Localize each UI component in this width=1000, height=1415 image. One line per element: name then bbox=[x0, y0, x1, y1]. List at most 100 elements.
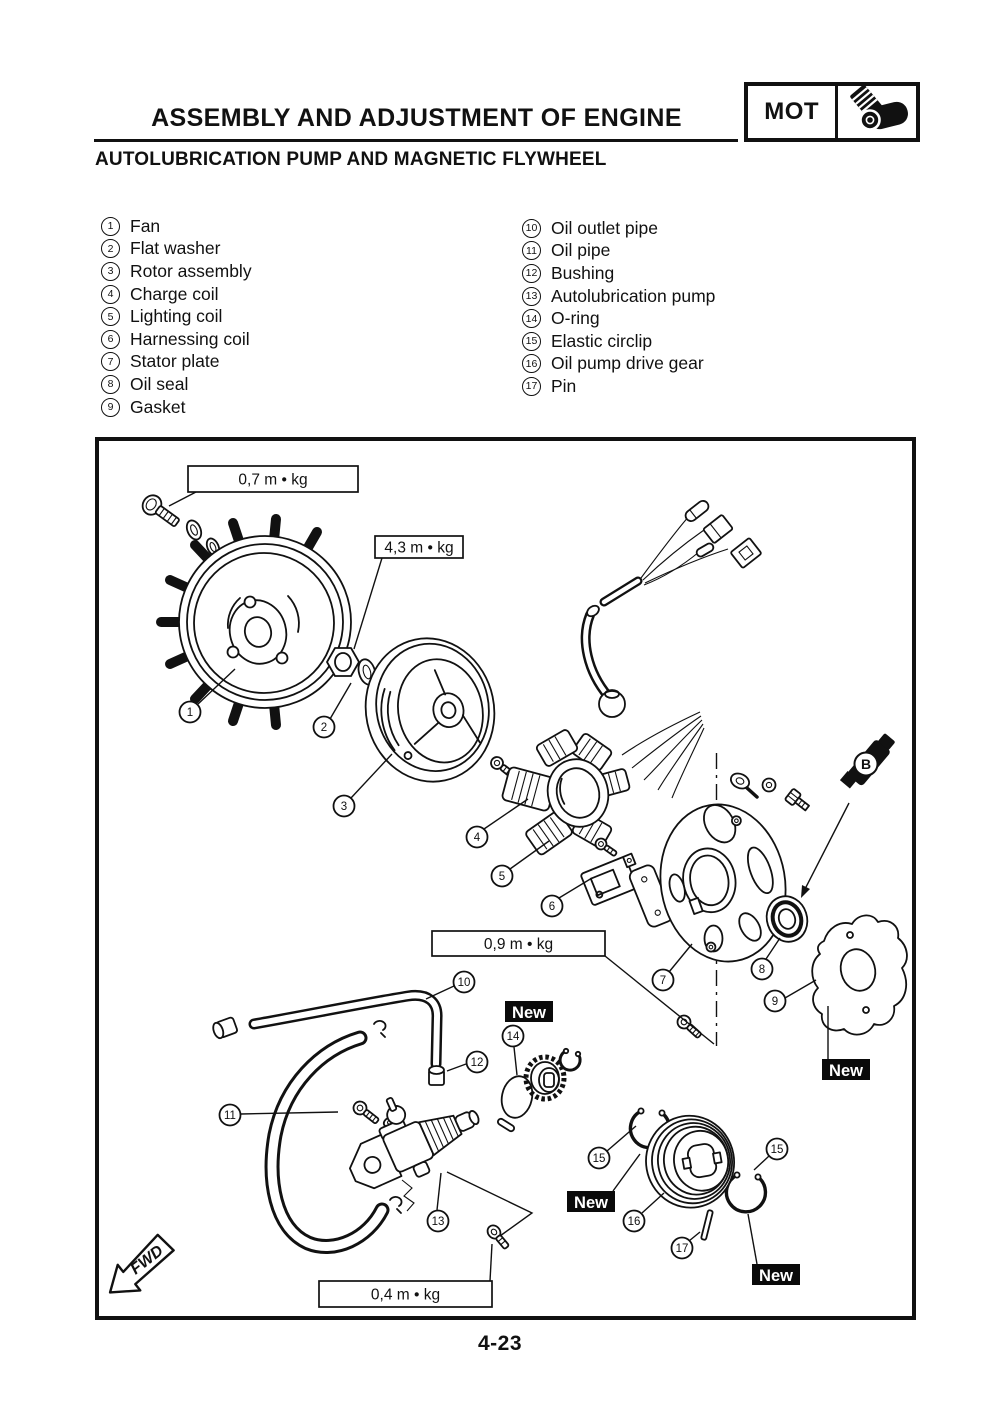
fan-drawing bbox=[156, 514, 352, 730]
callout-leader-line bbox=[688, 1231, 701, 1242]
part-callout-11 bbox=[218, 1103, 242, 1127]
new-badge-text: New bbox=[574, 1194, 608, 1212]
part-number-badge: 12 bbox=[522, 263, 541, 283]
o-ring-drawing bbox=[500, 1075, 534, 1119]
part-item-4: 4 Charge coil bbox=[101, 283, 252, 306]
part-callout-num: 15 bbox=[593, 1153, 606, 1165]
part-callout-num: 17 bbox=[676, 1243, 689, 1255]
part-item-14: 14 O-ring bbox=[522, 307, 715, 330]
callout-leader-line bbox=[329, 682, 352, 720]
part-callout-6 bbox=[540, 894, 564, 918]
part-number-badge: 5 bbox=[101, 307, 120, 327]
part-label: Oil pump drive gear bbox=[551, 353, 704, 374]
part-callout-num: 16 bbox=[628, 1216, 641, 1228]
rotor-drawing bbox=[364, 637, 496, 783]
part-callout-num: 2 bbox=[321, 722, 327, 734]
callout-leader-line bbox=[753, 1155, 770, 1171]
stator-coils-drawing bbox=[501, 729, 631, 856]
callout-leader-line bbox=[641, 1192, 665, 1214]
plate-clamp-parts bbox=[729, 772, 810, 812]
pump-gear-drawing bbox=[523, 1054, 567, 1102]
torque-leader-line bbox=[604, 955, 715, 1045]
part-number-badge: 16 bbox=[522, 354, 541, 374]
pin-drawing bbox=[700, 1209, 714, 1241]
part-label: Charge coil bbox=[130, 283, 219, 304]
new-badge bbox=[505, 1001, 553, 1022]
part-callout-7 bbox=[651, 968, 675, 992]
part-callout-num: 4 bbox=[474, 832, 481, 844]
part-label: Flat washer bbox=[130, 238, 221, 259]
part-callout-13 bbox=[426, 1209, 450, 1233]
pump-screw-leader bbox=[446, 1171, 534, 1237]
part-label: Pin bbox=[551, 375, 577, 396]
part-label: Oil outlet pipe bbox=[551, 217, 659, 238]
circlip-right-drawing bbox=[724, 1171, 768, 1214]
part-number-badge: 1 bbox=[101, 216, 120, 236]
callout-leader-line bbox=[436, 1172, 442, 1211]
part-number-badge: 14 bbox=[522, 309, 541, 329]
part-item-11: 11 Oil pipe bbox=[522, 240, 715, 263]
loose-wires bbox=[621, 711, 705, 799]
callout-leader-line bbox=[513, 1046, 518, 1076]
part-callout-16 bbox=[622, 1209, 646, 1233]
part-callout-num: 9 bbox=[772, 996, 778, 1008]
mot-box: MOT bbox=[744, 82, 920, 142]
callout-leader-line bbox=[606, 1125, 637, 1152]
part-item-17: 17 Pin bbox=[522, 375, 715, 398]
diagram-border bbox=[95, 437, 916, 1320]
part-callout-num: 7 bbox=[660, 975, 666, 987]
title-rule bbox=[94, 139, 738, 142]
callout-leader-line bbox=[425, 985, 455, 1000]
part-callout-15 bbox=[587, 1146, 611, 1170]
pump-screw bbox=[352, 1100, 380, 1125]
part-label: O-ring bbox=[551, 308, 600, 329]
part-label: Fan bbox=[130, 215, 161, 236]
engine-icon bbox=[838, 86, 916, 138]
torque-leader-line bbox=[353, 557, 383, 650]
part-number-badge: 17 bbox=[522, 376, 541, 396]
part-label: Bushing bbox=[551, 262, 615, 283]
part-label: Rotor assembly bbox=[130, 260, 252, 281]
grease-marker-letter: B bbox=[861, 756, 871, 772]
callout-leader-line bbox=[240, 1111, 339, 1115]
part-callout-num: 3 bbox=[341, 801, 347, 813]
part-number-badge: 11 bbox=[522, 241, 541, 261]
wire-harness-drawing bbox=[580, 499, 762, 799]
part-callout-8 bbox=[750, 957, 774, 981]
pipe-clip-top bbox=[373, 1020, 387, 1038]
gasket-drawing bbox=[811, 914, 908, 1036]
break-zigzag bbox=[401, 1179, 415, 1212]
part-callout-num: 10 bbox=[458, 977, 471, 989]
part-callout-12 bbox=[465, 1050, 489, 1074]
e-clip-drawing bbox=[558, 1047, 582, 1072]
part-callout-num: 1 bbox=[187, 707, 193, 719]
bushing-12 bbox=[428, 1065, 445, 1086]
drive-gear-drawing bbox=[645, 1114, 736, 1209]
new-badge bbox=[822, 1059, 870, 1080]
part-label: Gasket bbox=[130, 396, 186, 417]
bottom-screw bbox=[486, 1224, 510, 1250]
part-callout-9 bbox=[763, 989, 787, 1013]
plate-mount-screw bbox=[676, 1014, 702, 1039]
torque-label-text: 0,9 m • kg bbox=[484, 936, 553, 953]
part-number-badge: 10 bbox=[522, 218, 541, 238]
part-callout-num: 11 bbox=[224, 1110, 236, 1122]
oil-pipe-drawing bbox=[264, 1030, 403, 1254]
torque-leader-line bbox=[168, 491, 197, 507]
part-callout-2 bbox=[312, 715, 336, 739]
part-label: Oil pipe bbox=[551, 240, 611, 261]
part-label: Lighting coil bbox=[130, 306, 223, 327]
part-number-badge: 4 bbox=[101, 284, 120, 304]
part-callout-5 bbox=[490, 864, 514, 888]
diagram-overlay: 0,7 m • kg4,3 m • kg0,9 m • kg0,4 m • kg… bbox=[168, 465, 870, 1308]
torque-label-text: 0,7 m • kg bbox=[238, 472, 307, 489]
oil-outlet-pipe-drawing bbox=[212, 989, 445, 1086]
